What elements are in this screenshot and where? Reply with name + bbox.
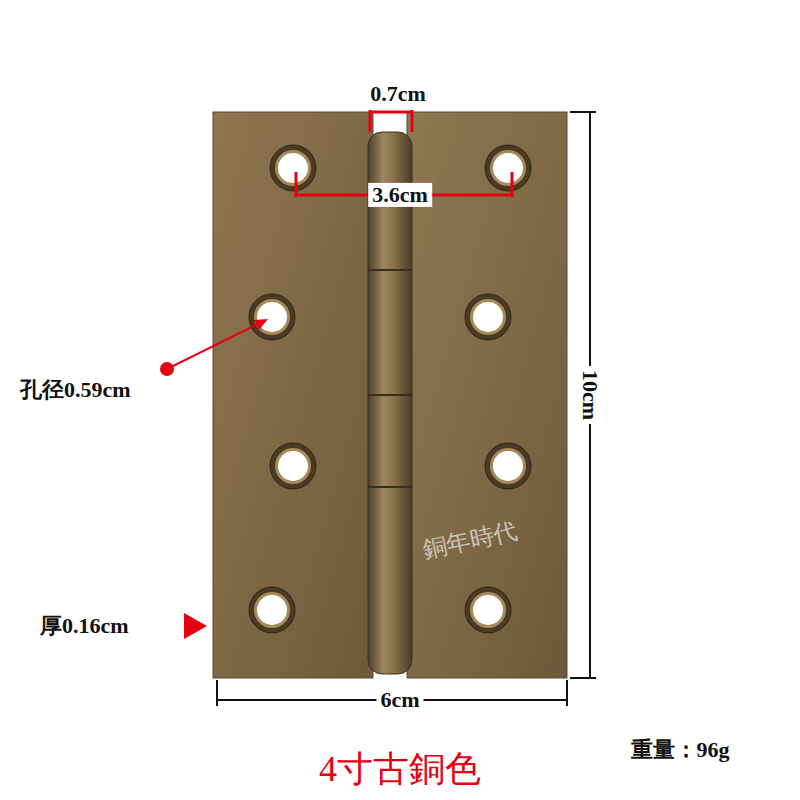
knuckle-joints — [368, 270, 412, 487]
hole-diameter-label: 孔径0.59cm — [20, 378, 131, 402]
dimension-label: 6cm — [376, 688, 423, 712]
hinge-knuckle — [368, 132, 412, 674]
dimension-label: 10cm — [578, 366, 602, 424]
dimension-label: 0.7cm — [370, 82, 426, 106]
dimension-label: 3.6cm — [368, 183, 432, 207]
knuckle-dimension — [370, 110, 412, 132]
hole-leader — [160, 319, 268, 376]
product-title: 4寸古銅色 — [319, 750, 481, 790]
thickness-label: 厚0.16cm — [40, 614, 129, 638]
thickness-pointer — [184, 613, 207, 639]
weight-label: 重量：96g — [631, 738, 730, 762]
left-leaf — [213, 112, 373, 678]
screw-holes — [249, 145, 531, 633]
